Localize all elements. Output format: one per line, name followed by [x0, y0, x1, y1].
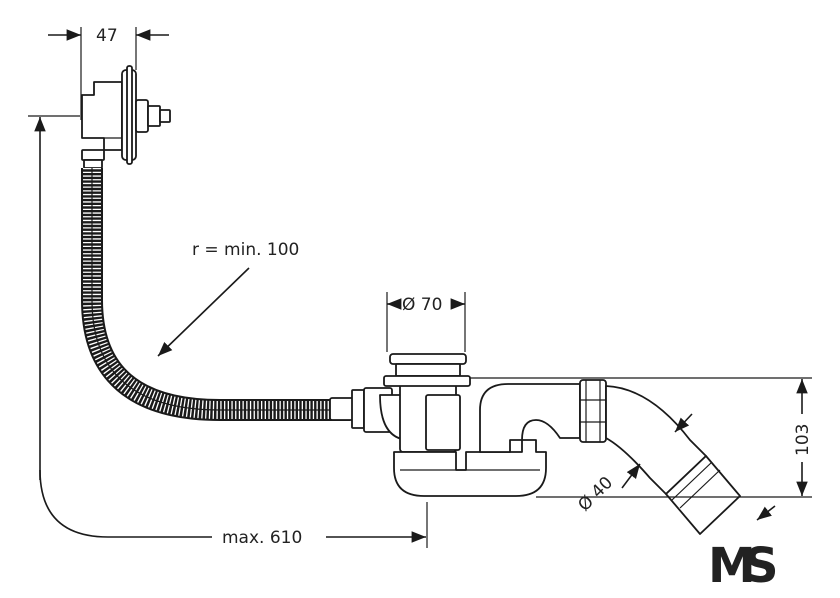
- overflow-head: [81, 65, 171, 169]
- dimension-bend-radius: r = min. 100: [157, 240, 299, 357]
- dimension-label-40: Ø 40: [574, 473, 617, 516]
- drain-column-nut: [425, 394, 461, 451]
- outlet-pipe-angled: [665, 455, 741, 535]
- dimension-label-47: 47: [96, 26, 118, 46]
- hose-corrugation: [83, 168, 350, 419]
- bend-radius-label: r = min. 100: [192, 240, 299, 260]
- trap-bottom: [393, 439, 547, 497]
- outlet-union-nut: [579, 379, 607, 443]
- pipe-ring-2: [679, 469, 721, 509]
- dimension-label-103: 103: [793, 424, 813, 456]
- hose-centerline: [91, 168, 350, 411]
- dimension-diameter-70: Ø 70: [386, 292, 466, 352]
- drain-flange: [383, 375, 471, 387]
- pipe-ring-1: [671, 461, 713, 501]
- outlet-elbow: [605, 385, 707, 495]
- overflow-cap: [135, 99, 149, 133]
- overflow-knob-tip: [159, 109, 171, 123]
- dimension-label-70: Ø 70: [402, 295, 442, 315]
- corrugated-hose: [81, 168, 350, 421]
- dimension-curve: [39, 469, 212, 538]
- overflow-flange-edge: [126, 65, 133, 165]
- overflow-nut-upper: [81, 149, 105, 161]
- arrow-pipe-end: [756, 505, 776, 521]
- drain-assembly: [329, 353, 741, 535]
- overflow-nut-lower: [83, 159, 103, 169]
- arrow-40-upper: [674, 413, 693, 433]
- logo-letter-m: M: [708, 538, 756, 594]
- overflow-body: [81, 81, 123, 151]
- dimension-width-47: 47: [48, 26, 169, 120]
- dimension-max-length: max. 610: [28, 115, 428, 548]
- outlet-pipe: [479, 383, 581, 453]
- arrow-40-lower: [621, 463, 641, 489]
- hose-outline: [81, 168, 350, 421]
- brand-logo: M S: [708, 538, 779, 594]
- drain-plug-neck: [395, 363, 461, 377]
- dimension-height-103: 103: [470, 377, 813, 498]
- overflow-knob: [147, 105, 161, 127]
- bend-radius-arrow: [157, 267, 250, 357]
- dimension-label-610: max. 610: [222, 528, 302, 548]
- logo-letter-s: S: [744, 538, 779, 594]
- drain-plug-cap: [389, 353, 467, 365]
- hose-connector-nut: [351, 389, 365, 429]
